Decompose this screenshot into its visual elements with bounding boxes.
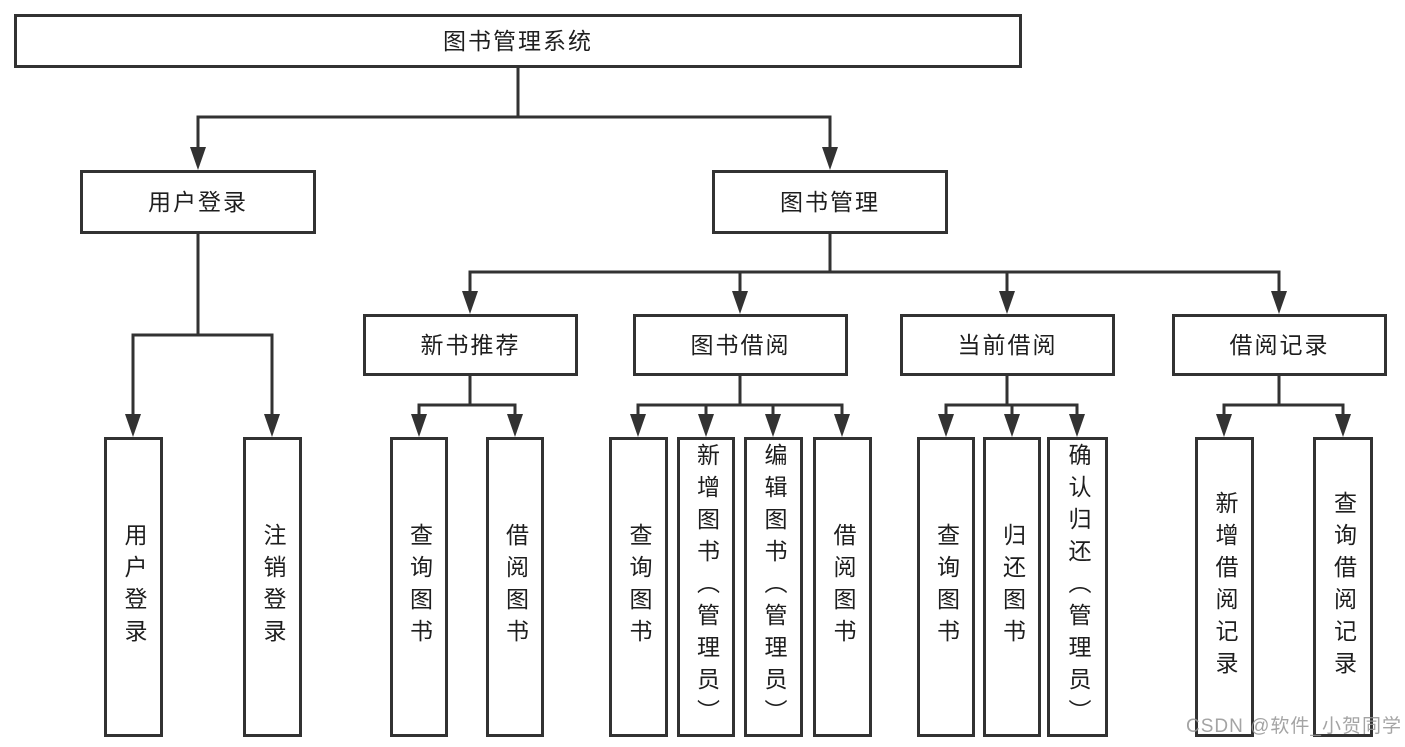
node-label: 确认归还（管理员） — [1065, 443, 1091, 731]
node-label: 查询图书 — [406, 523, 433, 651]
node-label: 新书推荐 — [420, 331, 521, 358]
leaf-user-login: 用户登录 — [104, 437, 163, 737]
node-current-borrow: 当前借阅 — [900, 314, 1115, 376]
leaf-query-books-current: 查询图书 — [917, 437, 975, 737]
leaf-query-borrow-record: 查询借阅记录 — [1313, 437, 1373, 737]
leaf-confirm-return-admin: 确认归还（管理员） — [1047, 437, 1108, 737]
node-label: 查询图书 — [933, 523, 960, 651]
node-label: 新增图书（管理员） — [693, 443, 720, 731]
node-new-book-recommend: 新书推荐 — [363, 314, 578, 376]
leaf-edit-book-admin: 编辑图书（管理员） — [744, 437, 803, 737]
leaf-add-book-admin: 新增图书（管理员） — [677, 437, 735, 737]
csdn-watermark: CSDN @软件_小贺同学 — [1186, 716, 1402, 737]
node-label: 图书管理系统 — [443, 27, 593, 54]
leaf-query-books-recommend: 查询图书 — [390, 437, 448, 737]
leaf-borrow-books-recommend: 借阅图书 — [486, 437, 544, 737]
leaf-query-books-borrow: 查询图书 — [609, 437, 668, 737]
node-label: 用户登录 — [121, 523, 147, 651]
node-book-borrow: 图书借阅 — [633, 314, 848, 376]
leaf-logout: 注销登录 — [243, 437, 302, 737]
node-library-system: 图书管理系统 — [14, 14, 1022, 68]
node-label: 归还图书 — [999, 523, 1026, 651]
node-label: 查询借阅记录 — [1330, 491, 1357, 683]
node-label: 用户登录 — [148, 188, 248, 215]
node-user-login: 用户登录 — [80, 170, 316, 234]
node-label: 图书借阅 — [690, 331, 791, 358]
node-label: 借阅记录 — [1229, 331, 1330, 358]
leaf-add-borrow-record: 新增借阅记录 — [1195, 437, 1254, 737]
node-label: 编辑图书（管理员） — [761, 443, 787, 731]
node-label: 图书管理 — [780, 188, 880, 215]
node-label: 当前借阅 — [957, 331, 1058, 358]
node-label: 注销登录 — [260, 523, 286, 651]
leaf-return-book: 归还图书 — [983, 437, 1041, 737]
node-label: 查询图书 — [626, 523, 652, 651]
node-label: 新增借阅记录 — [1212, 491, 1238, 683]
node-book-management: 图书管理 — [712, 170, 948, 234]
node-label: 借阅图书 — [502, 523, 529, 651]
leaf-borrow-books-borrow: 借阅图书 — [813, 437, 872, 737]
node-label: 借阅图书 — [830, 523, 856, 651]
node-borrow-records: 借阅记录 — [1172, 314, 1387, 376]
